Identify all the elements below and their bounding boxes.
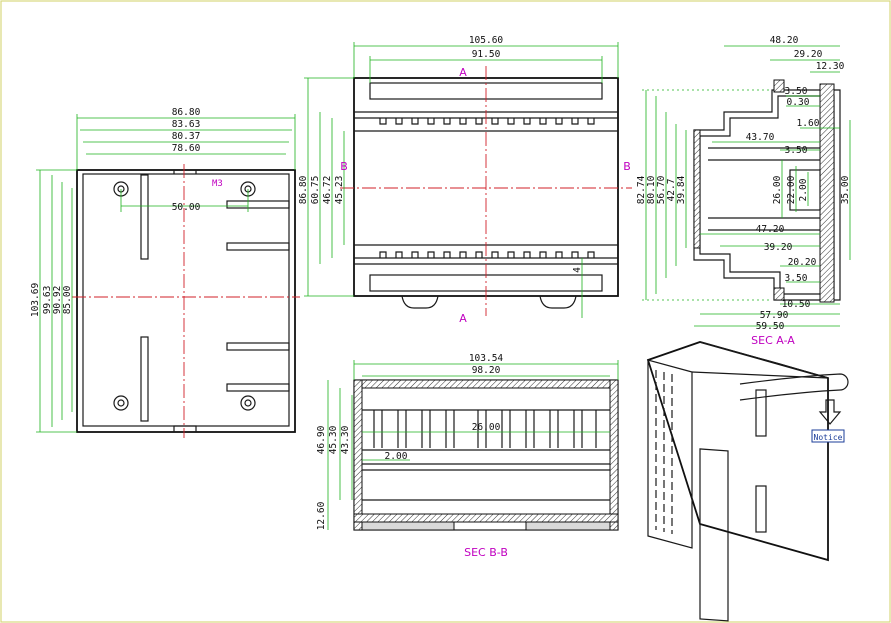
dim-sec-h: 2.00 — [798, 178, 809, 201]
dim-front-w1: 86.80 — [172, 107, 201, 118]
dim-sec-o: 57.90 — [760, 310, 789, 321]
section-marker-b-left: B — [340, 160, 348, 173]
dim-sec-m: 3.50 — [785, 273, 808, 284]
dim-sec-j: 47.20 — [756, 224, 785, 235]
dim-sec-w1: 48.20 — [770, 35, 799, 46]
dim-sec-v3: 56.70 — [656, 175, 667, 204]
dim-sec-v4: 42.7 — [666, 179, 677, 202]
hole-thread-label: M3 — [212, 179, 223, 189]
dim-bot-h2: 45.30 — [328, 425, 339, 454]
arrow-down-icon — [818, 399, 842, 425]
dim-front-h4: 85.00 — [62, 285, 73, 314]
dim-sec-w2: 29.20 — [794, 49, 823, 60]
dim-sec-w3: 12.30 — [816, 61, 845, 72]
dim-sec-f: 26.00 — [772, 175, 783, 204]
dim-top-h4: 45.23 — [334, 176, 345, 205]
dim-sec-k: 39.20 — [764, 242, 793, 253]
section-marker-a-top: A — [459, 66, 467, 79]
isometric-view — [646, 341, 849, 622]
dim-sec-n: 10.50 — [782, 299, 811, 310]
dim-front-w3: 80.37 — [172, 131, 201, 142]
top-view — [304, 42, 632, 318]
dim-sec-e: 3.50 — [785, 145, 808, 156]
dim-sec-v1: 82.74 — [636, 175, 647, 204]
screwdriver-shape — [739, 373, 849, 401]
dim-sec-v5: 39.84 — [676, 175, 687, 204]
dim-bot-w2: 98.20 — [472, 365, 501, 376]
dim-sec-l: 20.20 — [788, 257, 817, 268]
dim-sec-d: 43.70 — [746, 132, 775, 143]
dim-bot-h1: 46.90 — [316, 425, 327, 454]
dim-top-h1: 86.80 — [298, 175, 309, 204]
top-vent-teeth — [379, 118, 595, 258]
dim-front-w4: 78.60 — [172, 143, 201, 154]
dim-sec-g: 22.00 — [786, 175, 797, 204]
dim-bot-low: 12.60 — [316, 501, 327, 530]
dim-front-h1: 103.69 — [30, 283, 41, 318]
dim-top-w2: 91.50 — [472, 49, 501, 60]
dim-bot-center: 26.00 — [472, 422, 501, 433]
dim-sec-i: 35.00 — [840, 175, 851, 204]
dim-bot-inner: 2.00 — [385, 451, 408, 462]
dim-sec-v2: 80.10 — [646, 175, 657, 204]
section-a-a-label: SEC A-A — [751, 334, 795, 347]
mount-hole-bl — [113, 395, 129, 411]
dim-bot-w1: 103.54 — [469, 353, 504, 364]
section-a-a-view — [642, 45, 851, 327]
dim-front-h2: 99.63 — [42, 286, 53, 315]
mount-hole-br — [240, 395, 256, 411]
front-view — [36, 114, 300, 438]
dim-sec-c: 1.60 — [797, 118, 820, 129]
section-marker-b-right: B — [623, 160, 631, 173]
dim-hole-spacing: 50.00 — [172, 202, 201, 213]
notice-label: Notice — [814, 433, 843, 442]
dim-top-small: 4 — [572, 267, 583, 273]
section-marker-a-bottom: A — [459, 312, 467, 325]
dim-top-h2: 60.75 — [310, 176, 321, 205]
section-b-b-label: SEC B-B — [464, 546, 508, 559]
section-b-b-view — [327, 360, 619, 531]
dim-sec-a: 3.50 — [785, 86, 808, 97]
dim-sec-p: 59.50 — [756, 321, 785, 332]
dim-top-w1: 105.60 — [469, 35, 504, 46]
dim-front-h3: 90.92 — [52, 286, 63, 315]
dim-front-w2: 83.63 — [172, 119, 201, 130]
dim-sec-b: 0.30 — [787, 97, 810, 108]
dim-top-h3: 46.72 — [322, 176, 333, 205]
dim-bot-h3: 43.30 — [340, 425, 351, 454]
